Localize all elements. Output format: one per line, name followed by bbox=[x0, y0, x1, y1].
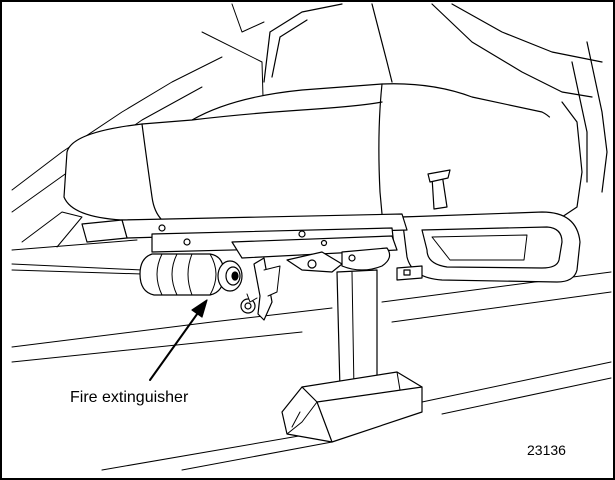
cab-background bbox=[11, 3, 265, 251]
seat-back bbox=[263, 3, 608, 193]
fire-extinguisher-label: Fire extinguisher bbox=[70, 389, 189, 406]
seat-side-frame bbox=[401, 101, 583, 283]
fire-extinguisher-drawing bbox=[139, 253, 281, 321]
pedestal-base bbox=[281, 371, 423, 443]
floor-lines bbox=[11, 263, 612, 471]
seat-mechanism bbox=[286, 247, 423, 281]
figure-number: 23136 bbox=[527, 442, 566, 458]
callout-arrow bbox=[149, 299, 208, 381]
seat-rails bbox=[81, 213, 408, 259]
